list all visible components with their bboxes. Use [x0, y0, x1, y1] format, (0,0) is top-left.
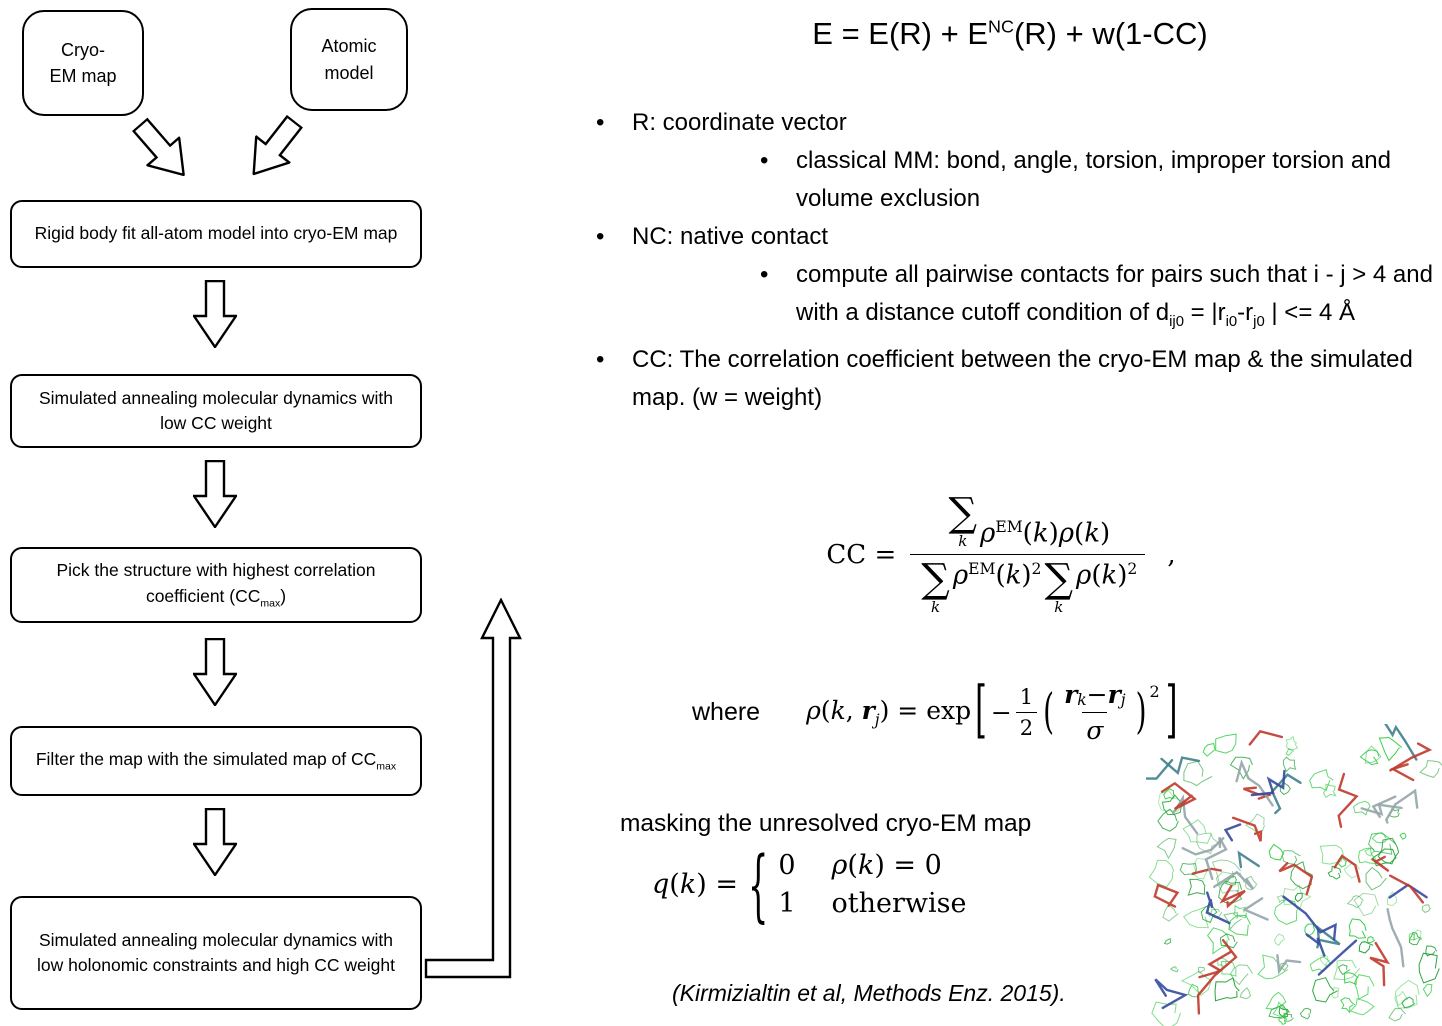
case-condition: ρ(k) = 0: [831, 850, 942, 881]
sum-operator: ∑ k: [948, 490, 978, 550]
bullet-text: R: coordinate vector: [632, 109, 847, 136]
bullet-icon: •: [596, 109, 605, 136]
box-sa-high-cc-weight-label: Simulated annealing molecular dynamics w…: [37, 929, 395, 975]
box-atomic-model-label: Atomic model: [321, 36, 377, 83]
bullet-icon: •: [760, 147, 769, 174]
sum-operator: ∑ k: [1044, 556, 1074, 616]
bullet-text: classical MM: bond, angle, torsion, impr…: [796, 147, 1391, 212]
rho-equation-lhs: ρ(k, rj) = exp: [806, 695, 972, 729]
box-filter-map: Filter the map with the simulated map of…: [10, 726, 422, 796]
box-cryo-em-map-label: Cryo- EM map: [49, 39, 117, 86]
arrow-down-icon: [193, 808, 237, 876]
bullet-item-classical-mm: • classical MM: bond, angle, torsion, im…: [596, 142, 1442, 218]
masking-heading: masking the unresolved cryo-EM map: [620, 810, 1032, 837]
box-atomic-model: Atomic model: [290, 8, 408, 111]
case-row: 0 ρ(k) = 0: [778, 848, 966, 883]
bullet-item-r: • R: coordinate vector: [596, 104, 1442, 142]
bullet-list: • R: coordinate vector • classical MM: b…: [596, 104, 1442, 417]
cc-equation: CC = ∑ k ρEM(k)ρ(k) ∑ k ρEM(k)2: [766, 462, 1236, 647]
open-paren: (: [1043, 683, 1055, 740]
bullet-icon: •: [760, 261, 769, 288]
bullet-item-pairwise-contacts: • compute all pairwise contacts for pair…: [596, 256, 1442, 341]
box-pick-highest-cc: Pick the structure with highest correlat…: [10, 547, 422, 623]
cases-body: 0 ρ(k) = 0 1 otherwise: [778, 848, 966, 921]
molecular-structure-image: [1146, 724, 1442, 1026]
mask-equation-lhs: q(k) =: [652, 869, 738, 901]
case-value: 0: [778, 850, 796, 881]
case-value: 1: [778, 888, 796, 920]
cc-fraction-numerator: ∑ k ρEM(k)ρ(k): [937, 490, 1118, 554]
bullet-icon: •: [596, 223, 605, 250]
bullet-text: NC: native contact: [632, 223, 829, 250]
box-sa-low-cc-weight-label: Simulated annealing molecular dynamics w…: [38, 387, 394, 433]
bullet-text: CC: The correlation coefficient between …: [632, 345, 1413, 411]
sum-icon: ∑: [1044, 556, 1074, 602]
cc-equation-lhs: CC =: [826, 539, 897, 570]
sum-operator: ∑ k: [921, 556, 950, 616]
minus-sign: −: [990, 697, 1012, 727]
one-half-fraction: 1 2: [1015, 685, 1038, 740]
exponent: 2: [1149, 681, 1160, 701]
sum-index: k: [930, 598, 941, 616]
citation: (Kirmizialtin et al, Methods Enz. 2015).: [672, 980, 1066, 1006]
arrow-down-icon: [193, 280, 237, 348]
cc-denominator-term-b: ρ(k)2: [1076, 560, 1138, 591]
bullet-item-nc: • NC: native contact: [596, 218, 1442, 256]
arrow-down-left-icon: [252, 114, 304, 176]
mask-equation: q(k) = { 0 ρ(k) = 0 1 otherwise: [652, 838, 966, 931]
case-row: 1 otherwise: [778, 886, 966, 921]
box-cryo-em-map: Cryo- EM map: [22, 10, 144, 116]
box-pick-highest-cc-label: Pick the structure with highest correlat…: [56, 560, 376, 610]
close-paren: ): [1135, 683, 1147, 740]
bullet-icon: •: [596, 345, 605, 373]
case-condition: otherwise: [831, 888, 967, 920]
sum-icon: ∑: [948, 490, 978, 536]
bullet-text: compute all pairwise contacts for pairs …: [796, 261, 1433, 330]
arrow-down-right-icon: [131, 117, 186, 177]
cc-numerator-term: ρEM(k)ρ(k): [980, 518, 1111, 549]
box-sa-low-cc-weight: Simulated annealing molecular dynamics w…: [10, 374, 422, 448]
cc-fraction: ∑ k ρEM(k)ρ(k) ∑ k ρEM(k)2 ∑ k ρ(k)2: [910, 490, 1146, 616]
cc-equation-comma: ,: [1167, 539, 1176, 570]
open-bracket: [: [975, 675, 987, 747]
box-rigid-body-fit-label: Rigid body fit all-atom model into cryo-…: [34, 223, 398, 244]
bullet-item-cc: • CC: The correlation coefficient betwee…: [596, 341, 1442, 417]
box-sa-high-cc-weight: Simulated annealing molecular dynamics w…: [10, 896, 422, 1010]
cases-brace-icon: {: [747, 838, 769, 932]
box-rigid-body-fit: Rigid body fit all-atom model into cryo-…: [10, 200, 422, 268]
loop-back-arrow-icon: [424, 598, 522, 979]
cc-fraction-denominator: ∑ k ρEM(k)2 ∑ k ρ(k)2: [910, 554, 1146, 616]
close-bracket: ]: [1165, 675, 1178, 747]
sum-index: k: [958, 532, 968, 550]
arrow-down-icon: [193, 638, 237, 706]
where-label: where: [692, 697, 761, 726]
sum-index: k: [1054, 598, 1064, 616]
energy-equation: E = E(R) + ENC(R) + w(1-CC): [812, 16, 1208, 51]
sum-icon: ∑: [921, 556, 950, 602]
arrow-down-icon: [193, 460, 237, 528]
cc-denominator-term-a: ρEM(k)2: [952, 560, 1042, 591]
box-filter-map-label: Filter the map with the simulated map of…: [35, 749, 397, 773]
